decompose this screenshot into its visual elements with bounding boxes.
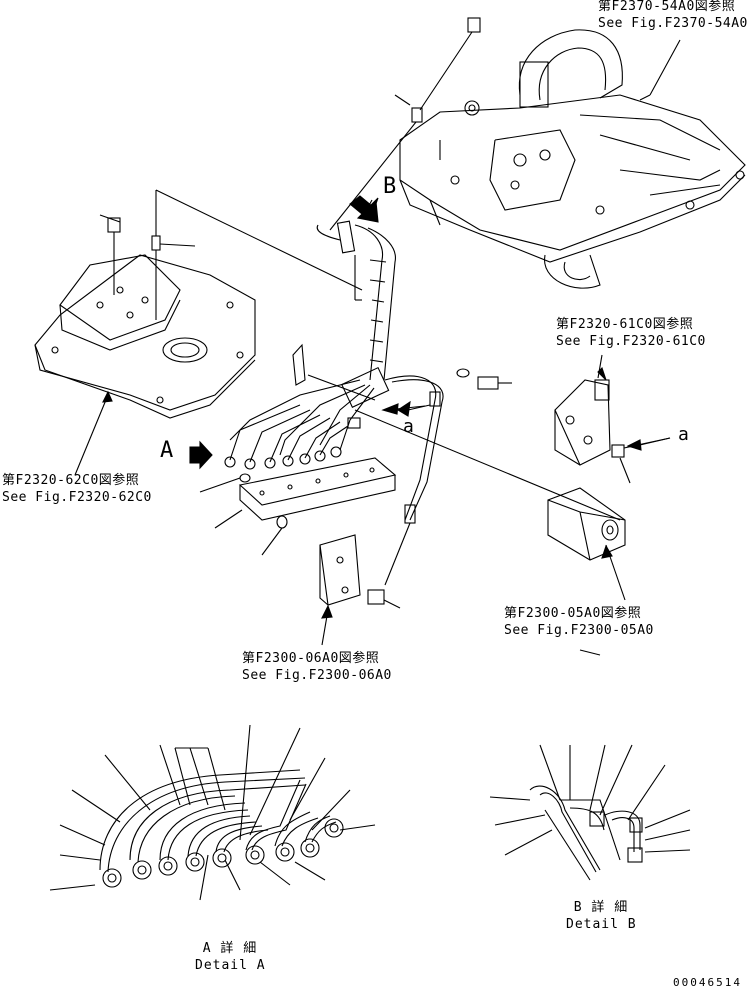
valve-block [547,487,626,601]
drawing-number: 00046514 [673,976,742,989]
arrow-a-indicator [189,440,213,470]
detail-a-title-jp: A 詳 細 [202,941,258,956]
hose-fittings [224,404,349,470]
transmission-case [399,29,746,289]
detail-a-drawing [49,724,376,901]
mounting-block [319,534,401,646]
ref-f2320-62-jp: 第F2320-62C0図参照 [2,473,140,488]
detail-b-title-en: Detail B [566,917,637,932]
ref-f2300-05-en: See Fig.F2300-05A0 [504,623,654,638]
ref-f2300-05-jp: 第F2300-05A0図参照 [504,606,642,621]
detail-a-title-en: Detail A [195,958,266,973]
selector-valve [554,354,671,484]
arrow-a-small-1 [381,403,399,415]
detail-b-title-jp: B 詳 細 [573,900,629,915]
ref-f2300-06-en: See Fig.F2300-06A0 [242,668,392,683]
ref-f2320-61-en: See Fig.F2320-61C0 [556,334,706,349]
ref-f2300-06-jp: 第F2300-06A0図参照 [242,651,380,666]
ref-f2370-en: See Fig.F2370-54A0 [598,16,748,31]
ref-f2370-jp: 第F2370-54A0図参照 [598,0,736,14]
ref-f2320-61-jp: 第F2320-61C0図参照 [556,317,694,332]
arrow-a-small-2 [626,439,642,451]
bracket [199,457,397,556]
ref-f2320-62-en: See Fig.F2320-62C0 [2,490,152,505]
arrow-b-indicator [349,195,379,223]
marker-a-small-1: a [403,416,414,437]
marker-b: B [383,174,397,199]
marker-a: A [160,438,174,463]
control-valve [34,189,363,476]
marker-a-small-2: a [678,424,689,445]
harness [229,17,621,586]
detail-b-drawing [489,744,691,881]
